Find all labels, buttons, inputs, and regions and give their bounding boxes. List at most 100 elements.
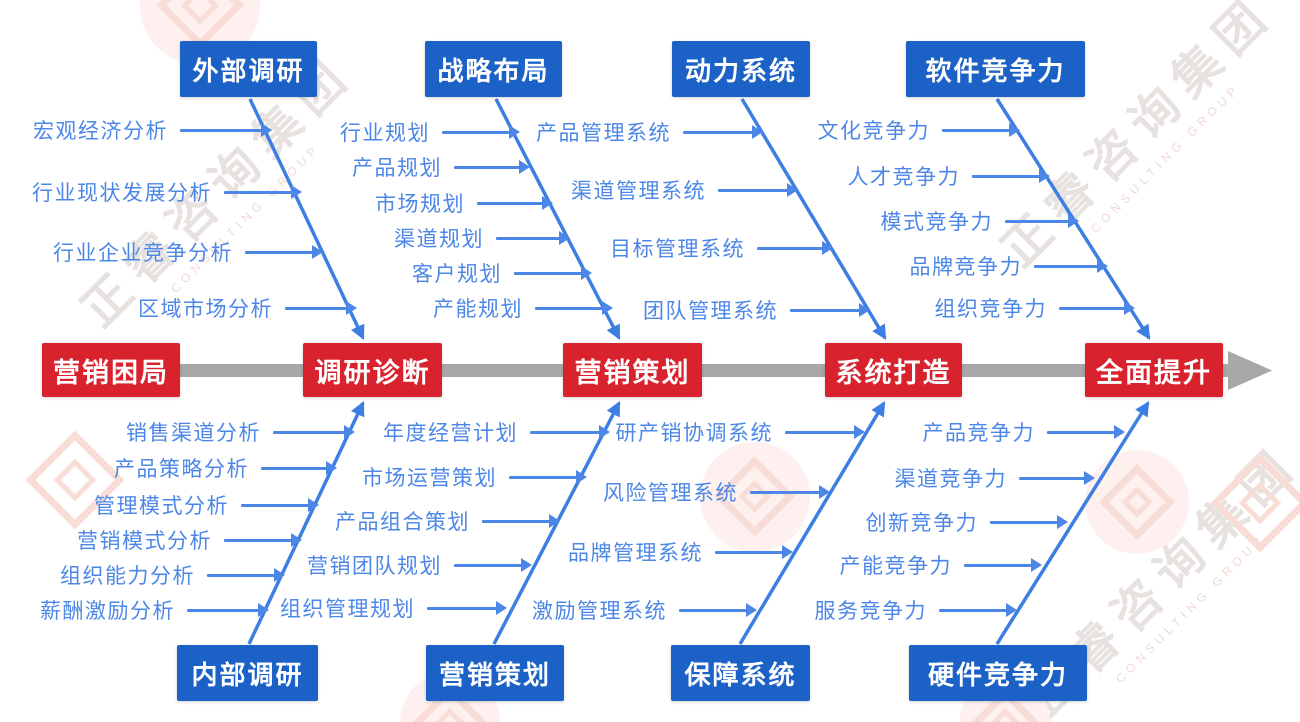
- branch-item: 组织管理规划: [280, 595, 507, 621]
- right-arrow-icon: [1005, 214, 1079, 228]
- branch-item-label: 激励管理系统: [532, 600, 667, 623]
- branch-item: 产品竞争力: [923, 419, 1125, 445]
- branch-item-label: 行业规划: [340, 122, 430, 145]
- branch-line-top-1: [248, 98, 365, 340]
- right-arrow-icon: [939, 603, 1017, 617]
- branch-item: 创新竞争力: [866, 509, 1068, 535]
- right-arrow-icon: [750, 485, 830, 499]
- right-arrow-icon: [477, 196, 553, 210]
- branch-item: 行业规划: [340, 119, 520, 145]
- branch-item-label: 品牌竞争力: [909, 256, 1022, 279]
- branch-item: 年度经营计划: [383, 419, 610, 445]
- branch-item: 研产销协调系统: [616, 419, 865, 445]
- right-arrow-icon: [454, 160, 530, 174]
- branch-item: 渠道竞争力: [894, 465, 1095, 491]
- branch-item-label: 组织竞争力: [934, 298, 1047, 321]
- right-arrow-icon: [530, 425, 610, 439]
- right-arrow-icon: [285, 301, 357, 315]
- branch-item-label: 产品规划: [352, 157, 442, 180]
- branch-item-label: 品牌管理系统: [568, 542, 703, 565]
- branch-item: 产品组合策划: [335, 508, 560, 534]
- branch-item: 模式竞争力: [880, 208, 1079, 234]
- branch-item: 品牌管理系统: [568, 539, 793, 565]
- branch-item-label: 客户规划: [412, 263, 502, 286]
- branch-item: 市场运营策划: [362, 464, 587, 490]
- branch-item: 人才竞争力: [847, 163, 1050, 189]
- branch-item: 渠道规划: [394, 225, 570, 251]
- branch-item-label: 区域市场分析: [138, 298, 273, 321]
- branch-item: 风险管理系统: [603, 479, 830, 505]
- branch-item: 行业企业竞争分析: [53, 239, 323, 265]
- branch-item-label: 渠道竞争力: [894, 468, 1007, 491]
- branch-item: 薪酬激励分析: [40, 597, 269, 623]
- branch-item-label: 产品策略分析: [114, 458, 249, 481]
- right-arrow-icon: [1019, 471, 1095, 485]
- branch-item-label: 团队管理系统: [643, 300, 778, 323]
- branch-item-label: 风险管理系统: [603, 482, 738, 505]
- branch-item-label: 营销团队规划: [307, 555, 442, 578]
- branch-line-bottom-4: [995, 401, 1150, 645]
- branch-item: 产品规划: [352, 154, 530, 180]
- branch-line-bottom-3: [738, 401, 886, 645]
- right-arrow-icon: [245, 245, 323, 259]
- branch-item: 产品管理系统: [536, 119, 763, 145]
- branch-item: 客户规划: [412, 260, 592, 286]
- right-arrow-icon: [261, 461, 337, 475]
- right-arrow-icon: [187, 603, 269, 617]
- branch-item: 渠道管理系统: [571, 177, 798, 203]
- branch-item: 文化竞争力: [817, 117, 1020, 143]
- top-branch-box-3: 动力系统: [672, 41, 810, 97]
- right-arrow-icon: [224, 533, 302, 547]
- branch-item-label: 年度经营计划: [383, 422, 518, 445]
- right-arrow-icon: [785, 425, 865, 439]
- branch-item: 组织能力分析: [60, 562, 285, 588]
- branch-item-label: 营销模式分析: [77, 530, 212, 553]
- branch-item: 组织竞争力: [934, 295, 1135, 321]
- branch-item-label: 产能规划: [433, 298, 523, 321]
- branch-item-label: 行业现状发展分析: [32, 182, 212, 205]
- right-arrow-icon: [1034, 259, 1108, 273]
- right-arrow-icon: [207, 568, 285, 582]
- right-arrow-icon: [454, 558, 532, 572]
- right-arrow-icon: [509, 470, 587, 484]
- right-arrow-icon: [496, 231, 570, 245]
- branch-item-label: 服务竞争力: [814, 600, 927, 623]
- branch-line-top-3: [740, 98, 887, 340]
- right-arrow-icon: [964, 558, 1042, 572]
- branch-item: 目标管理系统: [610, 235, 833, 261]
- branch-item-label: 市场规划: [375, 193, 465, 216]
- branch-item-label: 薪酬激励分析: [40, 600, 175, 623]
- branch-item-label: 组织管理规划: [280, 598, 415, 621]
- right-arrow-icon: [427, 601, 507, 615]
- stage-box-4: 系统打造: [825, 343, 962, 397]
- branch-item-label: 文化竞争力: [817, 120, 930, 143]
- branch-item: 产能规划: [433, 295, 613, 321]
- branch-item-label: 模式竞争力: [880, 211, 993, 234]
- branch-item: 区域市场分析: [138, 295, 357, 321]
- branch-item: 激励管理系统: [532, 597, 757, 623]
- branch-item-label: 产能竞争力: [839, 555, 952, 578]
- branch-item: 产能竞争力: [839, 552, 1042, 578]
- right-arrow-icon: [790, 303, 870, 317]
- right-arrow-icon: [990, 515, 1068, 529]
- right-arrow-icon: [683, 125, 763, 139]
- branch-item: 营销模式分析: [77, 527, 302, 553]
- branch-item-label: 宏观经济分析: [33, 120, 168, 143]
- branch-item: 管理模式分析: [94, 492, 319, 518]
- branch-item-label: 行业企业竞争分析: [53, 242, 233, 265]
- right-arrow-icon: [482, 514, 560, 528]
- branch-item-label: 渠道规划: [394, 228, 484, 251]
- branch-item-label: 组织能力分析: [60, 565, 195, 588]
- branch-item-label: 人才竞争力: [847, 166, 960, 189]
- right-arrow-icon: [1047, 425, 1125, 439]
- branch-item: 市场规划: [375, 190, 553, 216]
- right-arrow-icon: [535, 301, 613, 315]
- branch-item-label: 产品组合策划: [335, 511, 470, 534]
- branch-item-label: 产品管理系统: [536, 122, 671, 145]
- branch-item-label: 目标管理系统: [610, 238, 745, 261]
- right-arrow-icon: [273, 425, 355, 439]
- branch-item: 服务竞争力: [814, 597, 1017, 623]
- spine-arrowhead-icon: [1228, 351, 1272, 390]
- stage-box-1: 营销困局: [42, 343, 180, 397]
